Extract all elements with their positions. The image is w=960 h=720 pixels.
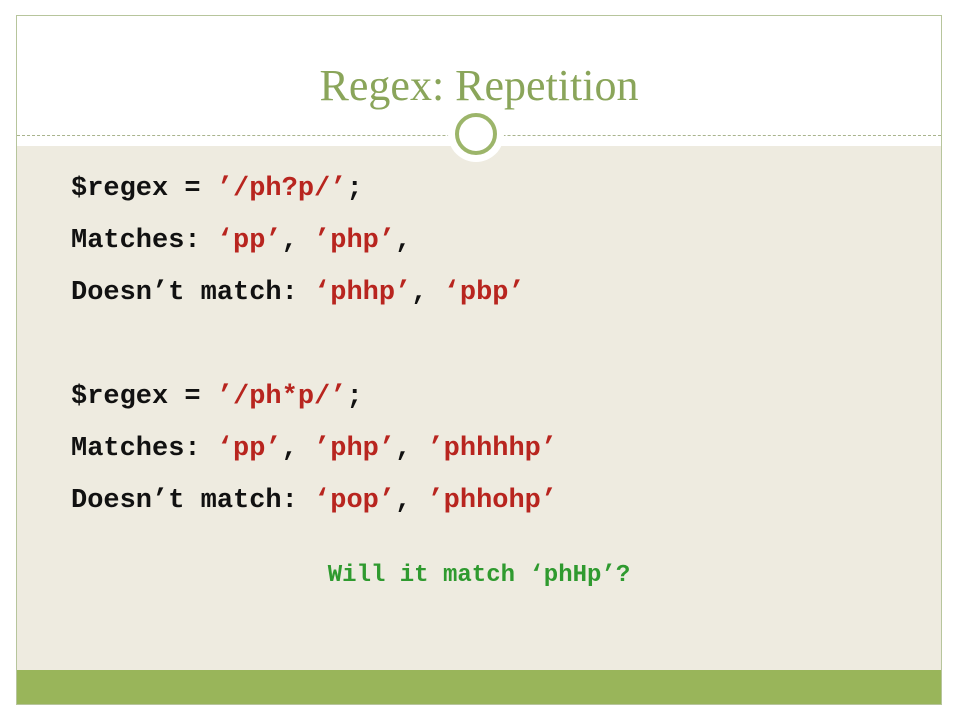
code-prefix: $regex = (71, 382, 217, 412)
match-example: ’phhhhp’ (427, 434, 558, 464)
separator: , (281, 434, 298, 464)
code-prefix: $regex = (71, 174, 217, 204)
match-example: ’php’ (314, 226, 396, 256)
question-text: Will it match ‘phHp’? (327, 562, 631, 589)
regex-pattern: ’/ph?p/’ (216, 174, 347, 204)
code-suffix: ; (346, 382, 363, 412)
ring-icon (455, 113, 497, 155)
code-suffix: , (395, 226, 412, 256)
content-area (17, 146, 941, 671)
nonmatch-example: ‘pbp’ (443, 278, 525, 308)
match-example: ’php’ (314, 434, 396, 464)
code-line-3: Doesn’t match: ‘phhp’, ‘pbp’ (71, 280, 525, 307)
code-line-2: Matches: ‘pp’, ’php’, (71, 228, 411, 255)
code-prefix: Doesn’t match: (71, 486, 315, 516)
match-example: ‘pp’ (216, 226, 282, 256)
nonmatch-example: ‘phhp’ (314, 278, 412, 308)
footer-bar (17, 670, 941, 704)
match-example: ‘pp’ (216, 434, 282, 464)
code-line-4: $regex = ’/ph*p/’; (71, 384, 363, 411)
nonmatch-example: ’phhohp’ (427, 486, 558, 516)
code-prefix: Matches: (71, 226, 217, 256)
code-prefix: Matches: (71, 434, 217, 464)
regex-pattern: ’/ph*p/’ (216, 382, 347, 412)
nonmatch-example: ‘pop’ (314, 486, 396, 516)
code-line-5: Matches: ‘pp’, ’php’, ’phhhhp’ (71, 436, 557, 463)
separator: , (395, 434, 412, 464)
code-line-1: $regex = ’/ph?p/’; (71, 176, 363, 203)
code-suffix: ; (346, 174, 363, 204)
separator: , (395, 486, 412, 516)
separator: , (281, 226, 298, 256)
slide-title: Regex: Repetition (319, 61, 639, 110)
slide: Regex: Repetition $regex = ’/ph?p/’; Mat… (16, 15, 942, 705)
separator: , (411, 278, 428, 308)
code-prefix: Doesn’t match: (71, 278, 315, 308)
code-line-6: Doesn’t match: ‘pop’, ’phhohp’ (71, 488, 557, 515)
